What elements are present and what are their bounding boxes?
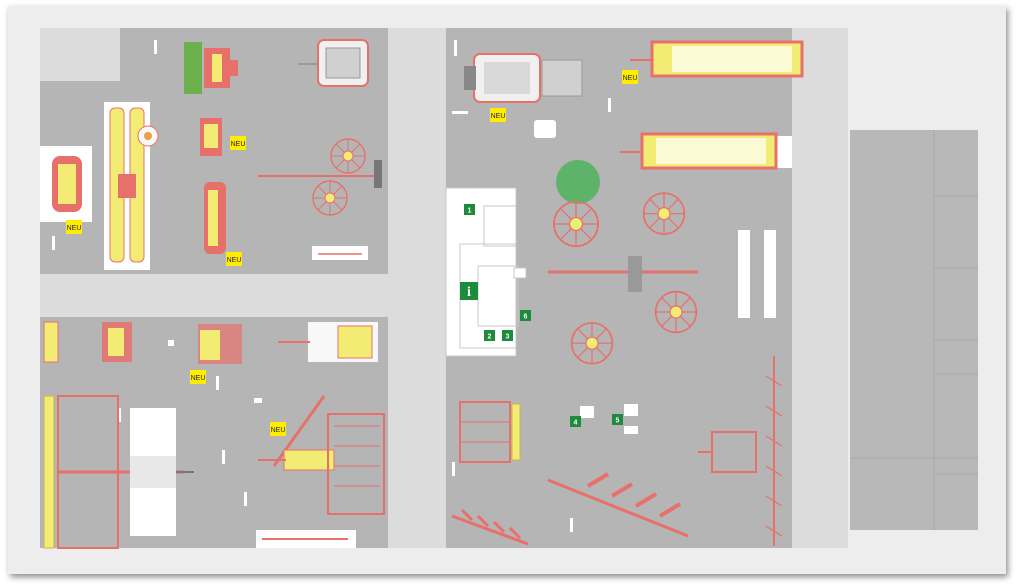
neu-badge[interactable]: NEU bbox=[230, 136, 246, 150]
wide-cultivator bbox=[43, 395, 194, 549]
marker-4[interactable]: 4 bbox=[570, 416, 581, 427]
small-frame-right bbox=[698, 431, 757, 473]
svg-text:5: 5 bbox=[616, 418, 620, 425]
svg-text:NEU: NEU bbox=[231, 141, 246, 148]
green-area bbox=[556, 160, 600, 204]
rake-top-left bbox=[258, 138, 382, 216]
annex-building bbox=[850, 130, 978, 530]
neu-badge[interactable]: NEU bbox=[270, 422, 286, 436]
marker-5[interactable]: 5 bbox=[612, 414, 623, 425]
cultivator-right bbox=[459, 401, 521, 463]
tractor bbox=[464, 53, 583, 103]
neu-badge[interactable]: NEU bbox=[622, 70, 638, 84]
plough-right bbox=[547, 472, 689, 538]
trailer-top bbox=[630, 40, 804, 78]
trailer-middle bbox=[620, 132, 778, 170]
round-baler-top bbox=[298, 39, 369, 87]
kiosk bbox=[534, 120, 556, 138]
svg-text:NEU: NEU bbox=[491, 113, 506, 120]
neu-badge[interactable]: NEU bbox=[190, 370, 206, 384]
marker-3[interactable]: 3 bbox=[502, 330, 513, 341]
svg-text:2: 2 bbox=[488, 334, 492, 341]
seeder-small-neu bbox=[200, 118, 222, 156]
svg-text:NEU: NEU bbox=[271, 427, 286, 434]
svg-text:NEU: NEU bbox=[623, 75, 638, 82]
marker-1[interactable]: 1 bbox=[464, 204, 475, 215]
seed-drill-combination bbox=[258, 395, 385, 515]
svg-text:NEU: NEU bbox=[227, 257, 242, 264]
hall-plan-svg: NEU NEU NEU NEU NEU NEU NEU i 1 2 3 4 5 … bbox=[40, 28, 978, 549]
neu-badge[interactable]: NEU bbox=[490, 108, 506, 122]
small-disc bbox=[137, 125, 159, 147]
mower-red-yellow bbox=[204, 182, 226, 254]
pad bbox=[764, 230, 776, 318]
plough-left bbox=[451, 508, 529, 546]
vertical-rake-right bbox=[765, 356, 783, 546]
info-stand bbox=[445, 187, 527, 357]
svg-text:4: 4 bbox=[574, 420, 578, 427]
bottom-ploughs-strip bbox=[256, 530, 356, 548]
marker-2[interactable]: 2 bbox=[484, 330, 495, 341]
svg-text:NEU: NEU bbox=[67, 225, 82, 232]
hall-map: NEU NEU NEU NEU NEU NEU NEU i 1 2 3 4 5 … bbox=[8, 6, 1006, 574]
pad bbox=[738, 230, 750, 318]
mower-green-top bbox=[184, 42, 238, 94]
four-rotor-rake bbox=[548, 192, 698, 365]
svg-text:6: 6 bbox=[524, 314, 528, 321]
neu-badge[interactable]: NEU bbox=[226, 252, 242, 266]
svg-text:3: 3 bbox=[506, 334, 510, 341]
svg-text:NEU: NEU bbox=[191, 375, 206, 382]
neu-badge[interactable]: NEU bbox=[66, 220, 82, 234]
mower-white-stand bbox=[40, 146, 92, 222]
svg-text:i: i bbox=[467, 285, 471, 300]
marker-6[interactable]: 6 bbox=[520, 310, 531, 321]
info-marker[interactable]: i bbox=[460, 282, 478, 300]
small-tool-bottom bbox=[312, 246, 368, 260]
svg-text:1: 1 bbox=[468, 208, 472, 215]
seed-drill-row bbox=[43, 321, 378, 364]
